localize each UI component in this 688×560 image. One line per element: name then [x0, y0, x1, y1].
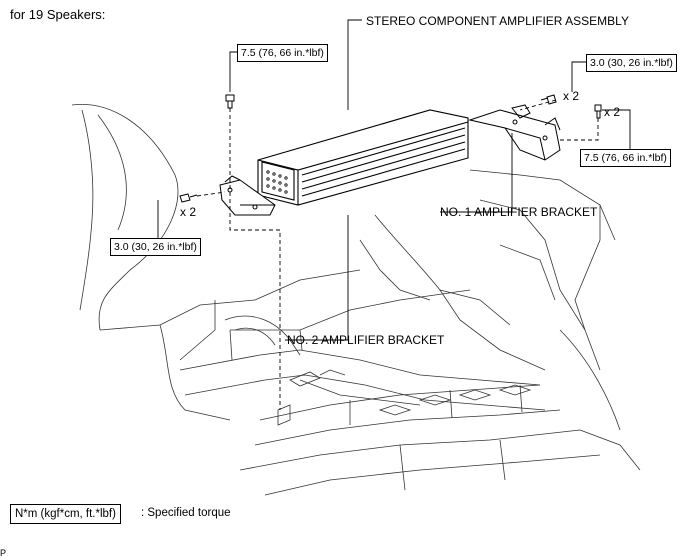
leader-lines: [157, 19, 631, 341]
quantity-right: x 2: [604, 105, 621, 119]
legend-torque-box: N*m (kgf*cm, ft.*lbf): [10, 504, 121, 524]
corner-mark: P: [0, 548, 7, 558]
installation-guide-lines: [196, 99, 599, 410]
torque-box-left: 3.0 (30, 26 in.*lbf): [110, 238, 201, 256]
amplifier-assembly-drawing: [257, 109, 469, 206]
torque-box-top-left: 7.5 (76, 66 in.*lbf): [237, 44, 328, 62]
torque-box-right: 7.5 (76, 66 in.*lbf): [580, 149, 671, 167]
no2-bracket-drawing: [219, 175, 276, 216]
callout-no1-bracket: NO. 1 AMPLIFIER BRACKET: [440, 205, 598, 219]
heading: for 19 Speakers:: [10, 7, 106, 22]
torque-box-top-right: 3.0 (30, 26 in.*lbf): [586, 54, 677, 72]
callout-amplifier-assembly: STEREO COMPONENT AMPLIFIER ASSEMBLY: [366, 14, 629, 28]
vehicle-floor-outline: [71, 103, 641, 496]
quantity-left: x 2: [180, 205, 197, 219]
callout-no2-bracket: NO. 2 AMPLIFIER BRACKET: [287, 333, 445, 347]
no1-bracket-drawing: [468, 104, 561, 161]
quantity-top-right: x 2: [563, 89, 580, 103]
bolt-icons: [179, 94, 602, 203]
legend-description: : Specified torque: [141, 507, 231, 519]
